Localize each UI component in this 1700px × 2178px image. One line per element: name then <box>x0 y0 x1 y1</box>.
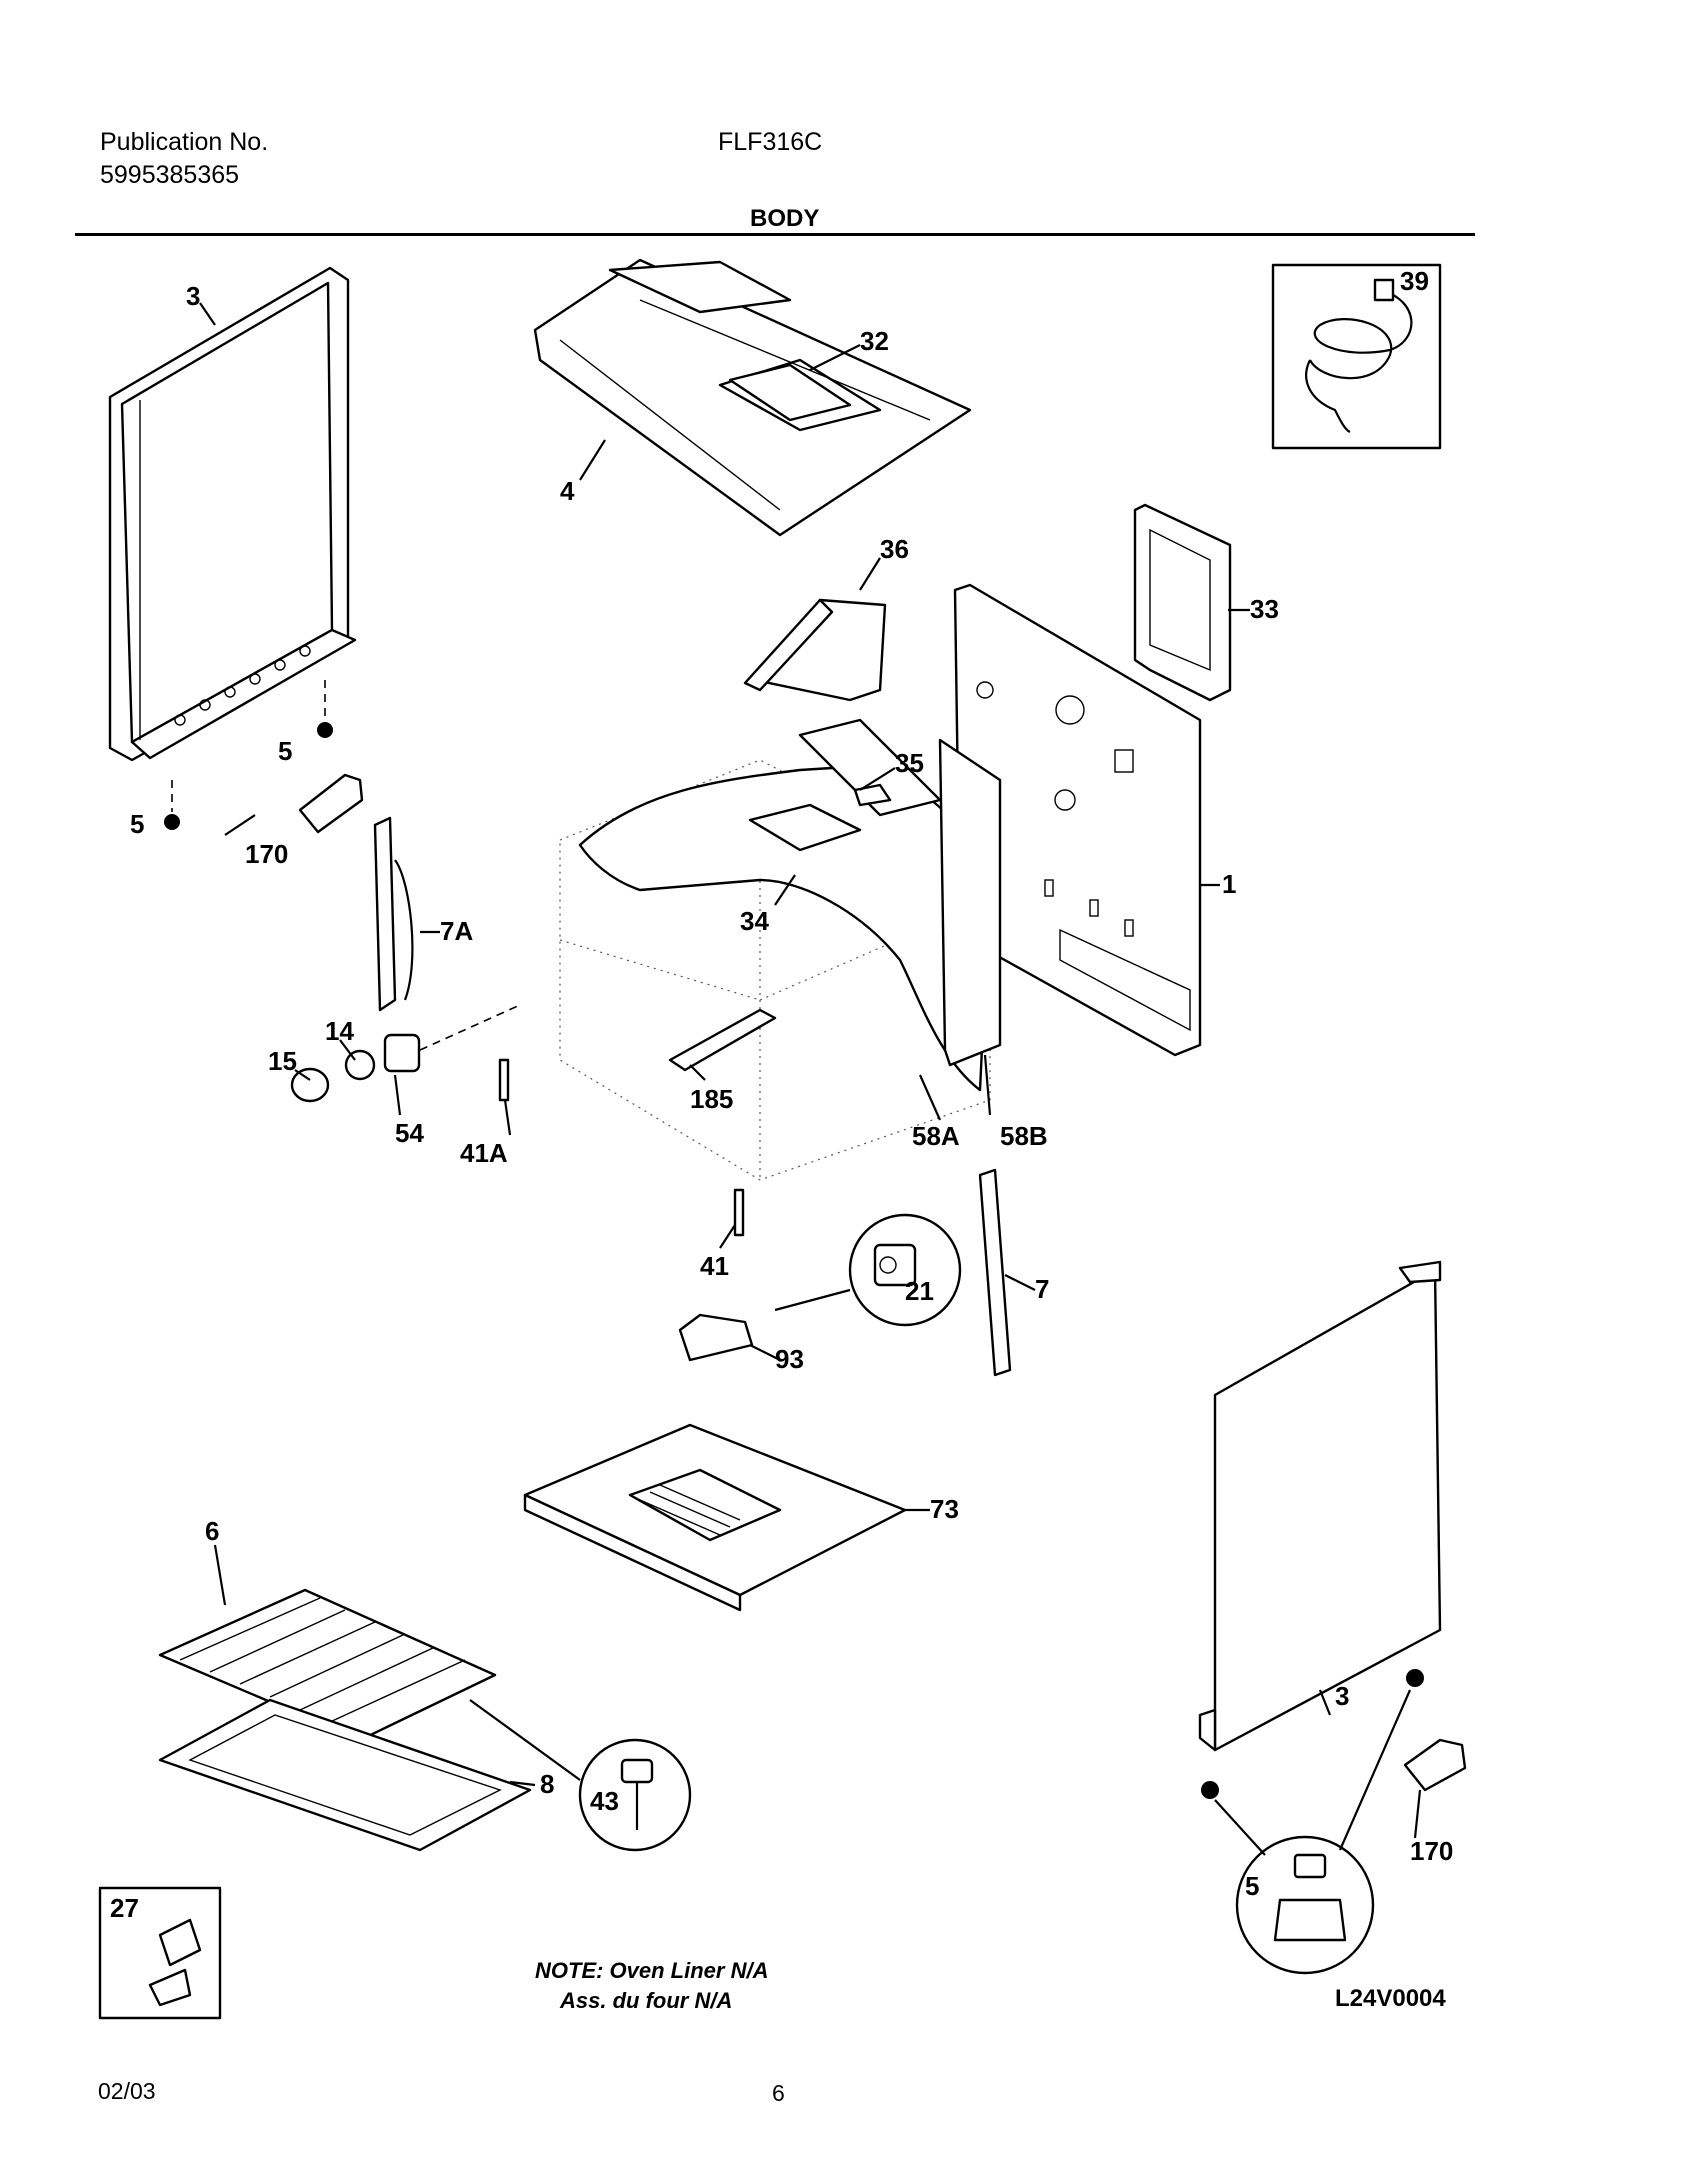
oven-cavity-outline <box>559 759 991 1181</box>
insulation-top <box>578 718 1002 1092</box>
callout-6: 6 <box>205 1516 219 1546</box>
bracket-185 <box>668 1008 777 1072</box>
callout-5-detail: 5 <box>1245 1871 1259 1901</box>
drawing-code: L24V0004 <box>1335 1985 1446 2012</box>
part-27-inset <box>98 1886 222 2020</box>
clip-41A <box>498 1058 510 1102</box>
side-panel-left <box>108 266 357 762</box>
callout-93: 93 <box>775 1344 804 1374</box>
callout-1: 1 <box>1222 869 1236 899</box>
header-rule <box>75 233 1475 236</box>
part-93 <box>678 1313 754 1362</box>
side-panel-right <box>1198 1260 1442 1752</box>
detail-43 <box>469 1699 692 1852</box>
callout-3-top: 3 <box>186 281 200 311</box>
callout-32: 32 <box>860 326 889 356</box>
footer-date: 02/03 <box>98 2078 156 2104</box>
callout-43: 43 <box>590 1786 619 1816</box>
broiler-pan <box>158 1698 532 1852</box>
callout-54: 54 <box>395 1118 424 1148</box>
callout-33: 33 <box>1250 594 1279 624</box>
callout-7: 7 <box>1035 1274 1049 1304</box>
section-title: BODY <box>750 205 820 232</box>
publication-label: Publication No. <box>100 128 269 156</box>
callout-58A: 58A <box>912 1121 960 1151</box>
callout-34: 34 <box>740 906 769 936</box>
callout-41: 41 <box>700 1251 729 1281</box>
callout-73: 73 <box>930 1494 959 1524</box>
note-line-1: NOTE: Oven Liner N/A <box>535 1958 769 1983</box>
bottom-tray <box>523 1423 907 1612</box>
callout-185: 185 <box>690 1084 733 1114</box>
callout-7A: 7A <box>440 916 473 946</box>
top-frame <box>533 258 972 537</box>
detail-21 <box>774 1213 962 1327</box>
back-panel <box>953 583 1202 1057</box>
callout-3-right: 3 <box>1335 1681 1349 1711</box>
hinge-right <box>978 1168 1012 1377</box>
leader-lines <box>199 302 1422 1839</box>
callout-36: 36 <box>880 534 909 564</box>
callout-41A: 41A <box>460 1138 508 1168</box>
callout-21: 21 <box>905 1276 934 1306</box>
callout-27: 27 <box>110 1893 139 1923</box>
model-number: FLF316C <box>718 128 823 156</box>
page-number: 6 <box>772 2080 785 2106</box>
oven-rack <box>158 1588 497 1742</box>
callout-170-left: 170 <box>245 839 288 869</box>
rear-cover <box>1133 503 1232 702</box>
hinge-receptacle-left <box>298 773 364 834</box>
hinge-left <box>373 816 414 1012</box>
publication-number: 5995385365 <box>100 161 240 189</box>
callout-58B: 58B <box>1000 1121 1048 1151</box>
callout-5-a: 5 <box>278 736 292 766</box>
callout-5-b: 5 <box>130 809 144 839</box>
callout-4: 4 <box>560 476 575 506</box>
callout-170-right: 170 <box>1410 1836 1453 1866</box>
hinge-receptacle-right <box>1403 1738 1467 1792</box>
detail-5 <box>1201 1669 1424 1975</box>
clip-41 <box>733 1188 745 1237</box>
callout-15: 15 <box>268 1046 297 1076</box>
vent-bracket <box>743 598 887 702</box>
callout-14: 14 <box>325 1016 354 1046</box>
oven-light <box>290 1004 521 1103</box>
callout-35: 35 <box>895 748 924 778</box>
power-cord-inset <box>1271 263 1442 450</box>
note-line-2: Ass. du four N/A <box>560 1988 733 2013</box>
callout-39: 39 <box>1400 266 1429 296</box>
screws-left <box>164 680 333 830</box>
callout-8: 8 <box>540 1769 554 1799</box>
